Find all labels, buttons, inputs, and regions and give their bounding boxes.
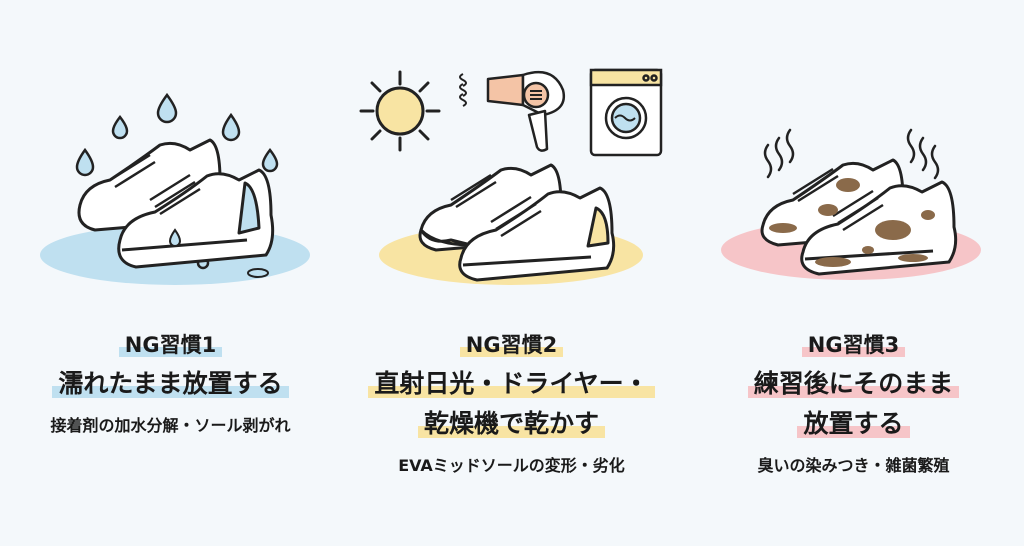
panel-1-texts: NG習慣1 濡れたまま放置する 接着剤の加水分解・ソール剥がれ: [0, 330, 341, 438]
habit-title-line-2: 乾燥機で乾かす: [417, 409, 605, 438]
habit-consequence: 接着剤の加水分解・ソール剥がれ: [50, 416, 291, 435]
washing-machine-icon: [589, 68, 663, 157]
sneakers-icon: [418, 163, 616, 282]
habit-consequence: 臭いの染みつき・雑菌繁殖: [757, 456, 950, 475]
panel-2-texts: NG習慣2 直射日光・ドライヤー・ 乾燥機で乾かす EVAミッドソールの変形・劣…: [341, 330, 682, 478]
panel-ng-habit-3: NG習慣3 練習後にそのまま 放置する 臭いの染みつき・雑菌繁殖: [683, 0, 1024, 546]
habit-label: NG習慣3: [801, 333, 906, 357]
habit-title-line-1: 直射日光・ドライヤー・: [368, 369, 655, 398]
sun-icon: [359, 70, 441, 152]
hair-dryer-icon: [459, 70, 566, 152]
wet-sneakers-icon: [77, 138, 275, 269]
habit-title-line-1: 練習後にそのまま: [747, 369, 960, 398]
panel-ng-habit-2: NG習慣2 直射日光・ドライヤー・ 乾燥機で乾かす EVAミッドソールの変形・劣…: [341, 0, 682, 546]
odor-waves-icon: [763, 128, 940, 180]
habit-label: NG習慣2: [459, 333, 564, 357]
illustration-heat-drying: [341, 0, 682, 320]
panel-3-texts: NG習慣3 練習後にそのまま 放置する 臭いの染みつき・雑菌繁殖: [683, 330, 1024, 478]
habit-label: NG習慣1: [118, 333, 223, 357]
habit-title: 濡れたまま放置する: [52, 369, 289, 398]
habit-title-line-2: 放置する: [797, 409, 910, 438]
panel-ng-habit-1: NG習慣1 濡れたまま放置する 接着剤の加水分解・ソール剥がれ: [0, 0, 341, 546]
illustration-wet-shoes: [0, 0, 341, 320]
habit-consequence: EVAミッドソールの変形・劣化: [398, 456, 625, 475]
illustration-dirty-shoes: [683, 0, 1024, 320]
